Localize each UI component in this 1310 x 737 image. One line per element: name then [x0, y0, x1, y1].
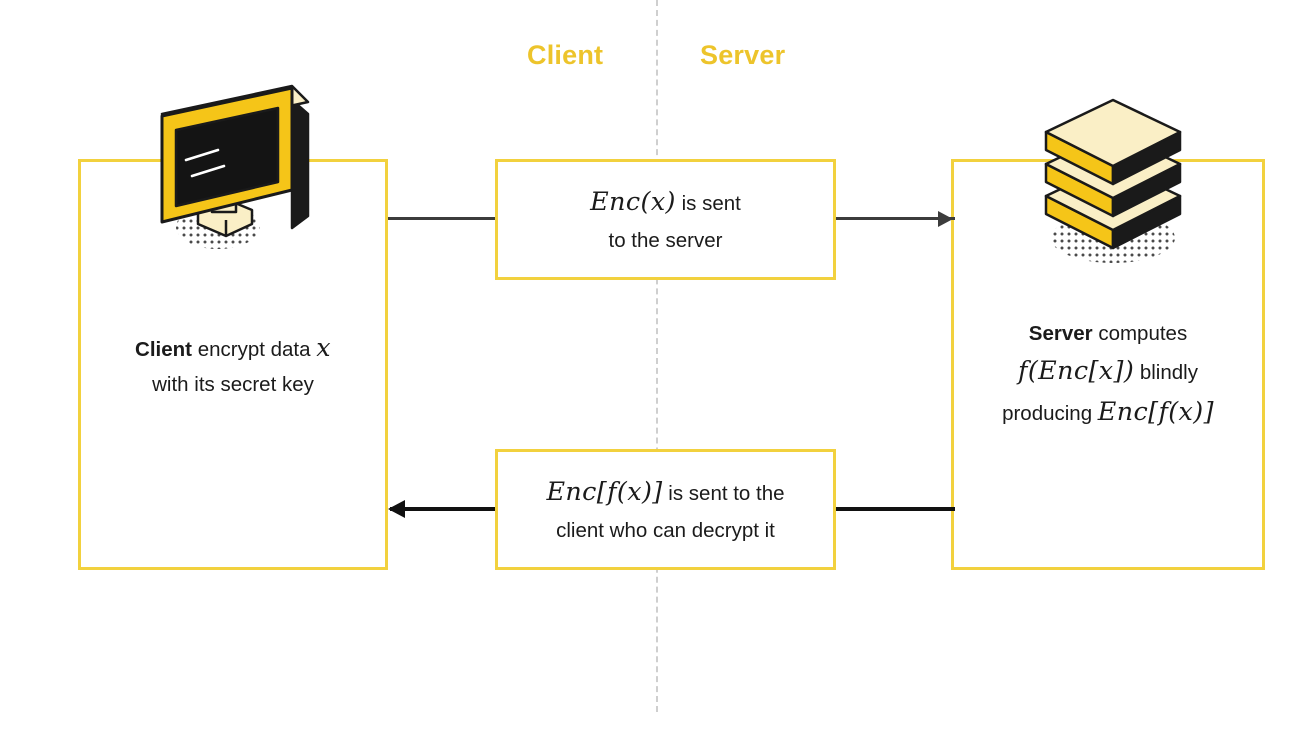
client-panel-line2: with its secret key [152, 373, 314, 397]
arrow-message-top-to-server [833, 217, 955, 220]
server-panel-line2-rest: blindly [1134, 361, 1198, 385]
server-panel-formula-2: Enc[f(x)] [1097, 396, 1214, 427]
message-box-server-to-client: Enc[f(x)] is sent to the client who can … [495, 449, 836, 570]
message-top-text-after: is sent [675, 192, 741, 216]
message-top-text: Enc(x) is sent to the server [582, 180, 749, 258]
message-bottom-formula: Enc[f(x)] [546, 476, 663, 507]
heading-server: Server [700, 40, 786, 70]
message-bottom-text-after: is sent to the [662, 482, 785, 506]
client-panel-line1-rest: encrypt data [192, 338, 317, 361]
server-panel-formula-1: f(Enc[x]) [1018, 355, 1135, 386]
message-top-line2: to the server [608, 228, 723, 252]
arrowhead-right-icon [938, 211, 953, 227]
arrow-server-to-message-bottom [833, 507, 955, 511]
message-top-formula: Enc(x) [590, 186, 676, 217]
desktop-monitor-icon [140, 72, 330, 262]
server-stack-icon [1018, 92, 1208, 267]
message-bottom-line2: client who can decrypt it [556, 518, 775, 542]
client-panel-text: Client encrypt data x with its secret ke… [81, 327, 385, 401]
message-box-client-to-server: Enc(x) is sent to the server [495, 159, 836, 280]
arrow-message-bottom-to-client [390, 507, 498, 511]
arrow-client-to-message-top [388, 217, 498, 220]
client-panel-variable-x: x [316, 332, 331, 362]
server-panel-bold-label: Server [1028, 322, 1093, 345]
arrowhead-left-icon [388, 500, 405, 518]
server-panel-line1-rest: computes [1092, 322, 1188, 345]
server-panel-line3-rest: producing [1002, 402, 1098, 426]
heading-client: Client [527, 40, 604, 70]
server-panel-text: Server computes f(Enc[x]) blindly produc… [954, 317, 1262, 433]
client-server-divider [656, 0, 658, 712]
message-bottom-text: Enc[f(x)] is sent to the client who can … [538, 470, 792, 548]
client-panel-bold-label: Client [135, 338, 192, 361]
